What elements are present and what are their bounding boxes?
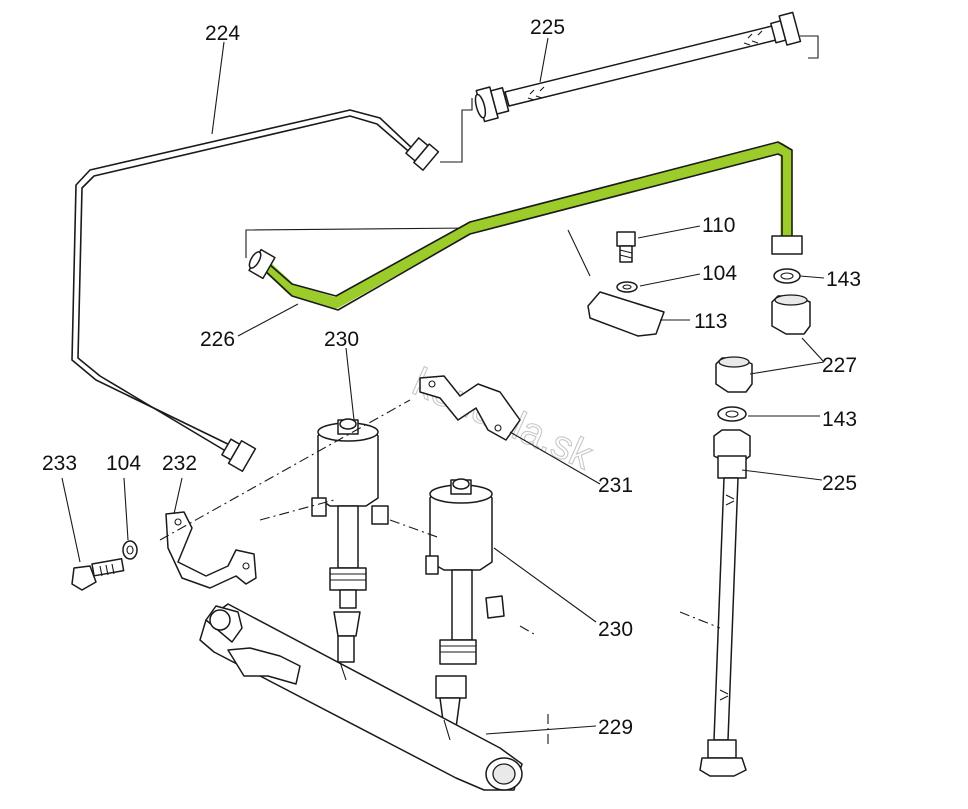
clamp-assembly-113 [567, 229, 665, 337]
callout-224: 224 [205, 22, 240, 45]
dashed-frame [245, 35, 819, 258]
pipe-226-highlighted [248, 141, 803, 311]
valve-230-left [311, 418, 389, 663]
callout-143-top: 143 [826, 268, 861, 291]
callout-227: 227 [822, 354, 857, 377]
center-lines [159, 399, 721, 744]
manifold-229 [199, 603, 523, 791]
callout-104-left: 104 [106, 452, 141, 475]
washer-104-left [122, 540, 138, 560]
callout-104-right: 104 [702, 262, 737, 285]
callout-230-top: 230 [324, 328, 359, 351]
callout-232: 232 [162, 452, 197, 475]
callout-226: 226 [200, 328, 235, 351]
callout-labels: 224 225 110 104 143 113 226 230 227 143 … [42, 16, 861, 739]
hose-225-top [474, 11, 802, 123]
callout-143-bottom: 143 [822, 408, 857, 431]
callout-225-right: 225 [822, 472, 857, 495]
callout-225-top: 225 [530, 16, 565, 39]
valve-230-lower [425, 478, 505, 729]
pipe-224 [71, 109, 440, 473]
callout-229: 229 [598, 716, 633, 739]
callout-230-bottom: 230 [598, 618, 633, 641]
callout-233: 233 [42, 452, 77, 475]
callout-231: 231 [598, 474, 633, 497]
bracket-232 [165, 511, 257, 589]
leader-lines [61, 37, 825, 735]
bolt-233 [71, 558, 125, 591]
callout-113: 113 [694, 310, 727, 333]
callout-110: 110 [702, 214, 735, 237]
fittings-right-column [699, 268, 811, 777]
bracket-231 [419, 375, 521, 441]
